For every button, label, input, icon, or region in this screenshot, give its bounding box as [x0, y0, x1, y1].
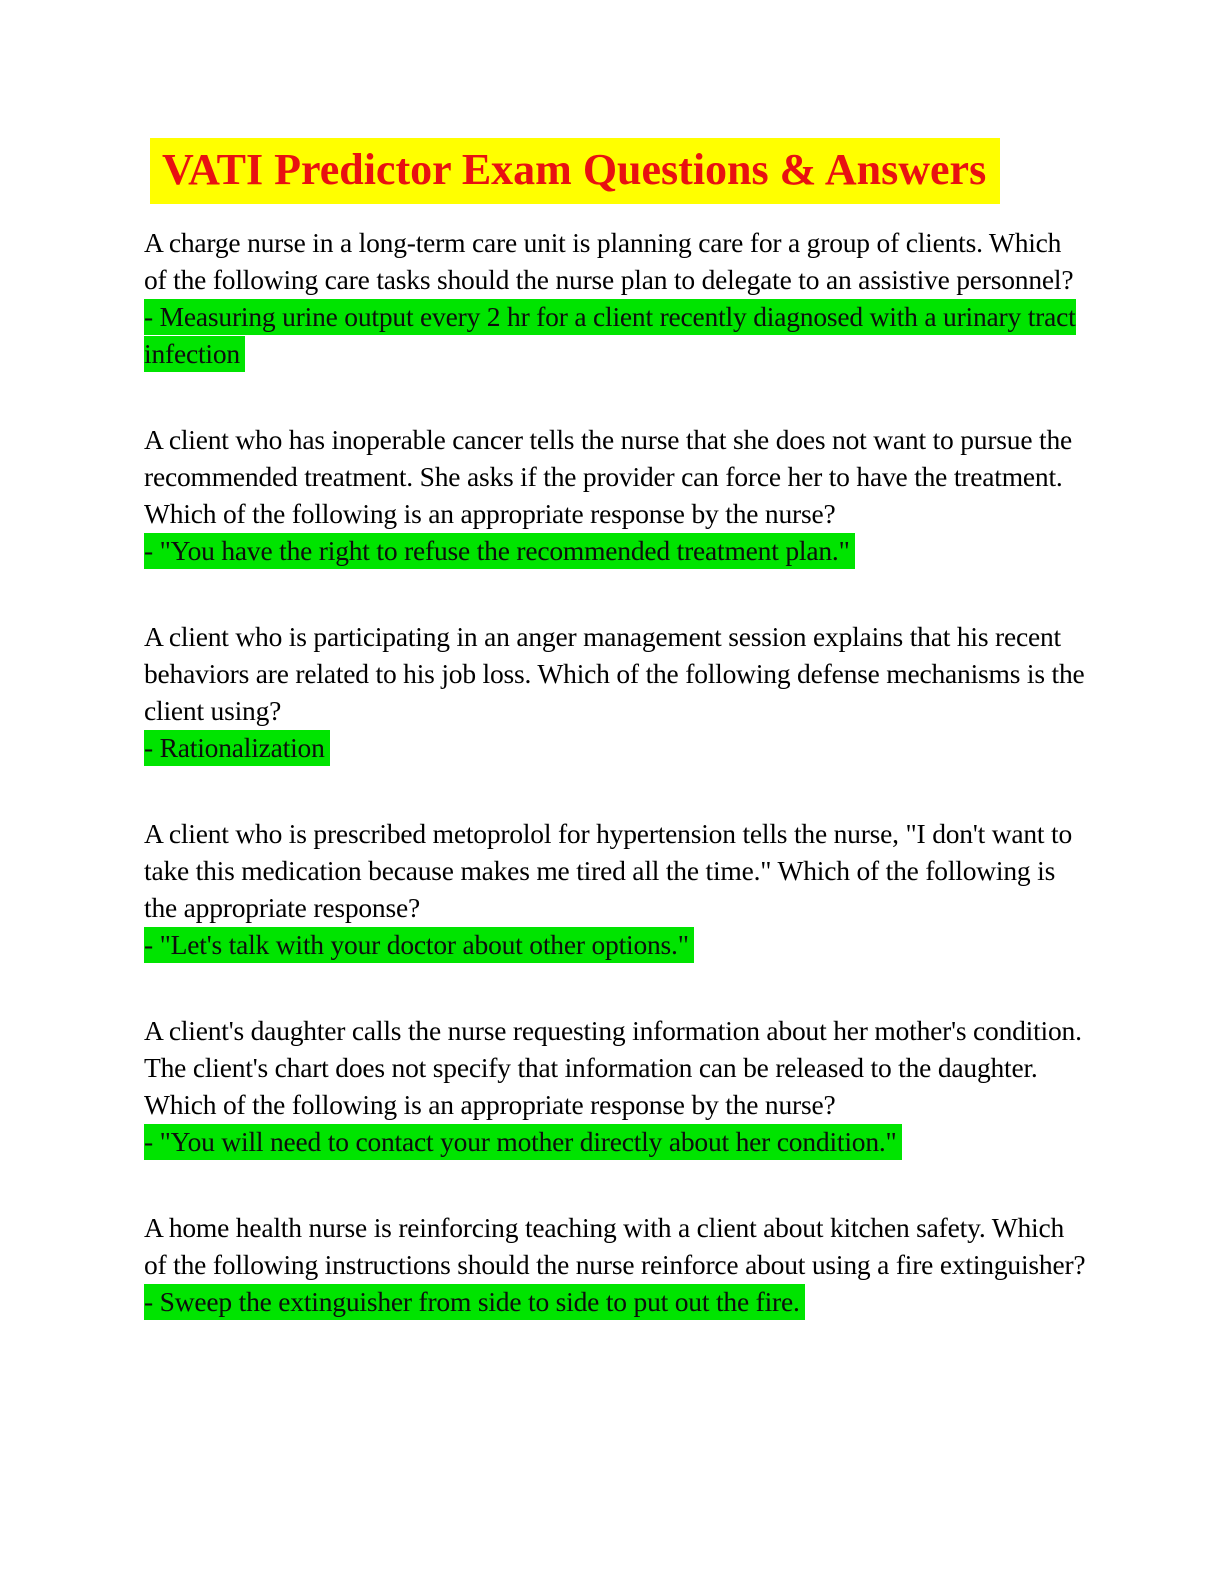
answer-line: - Sweep the extinguisher from side to si…: [144, 1283, 1086, 1320]
qa-block: A client who has inoperable cancer tells…: [144, 421, 1086, 569]
question-text: A charge nurse in a long-term care unit …: [144, 227, 1074, 295]
page-title-row: VATI Predictor Exam Questions & Answers: [150, 138, 1086, 204]
answer-text: - "Let's talk with your doctor about oth…: [144, 927, 694, 963]
qa-block: A home health nurse is reinforcing teach…: [144, 1209, 1086, 1320]
question-text: A client's daughter calls the nurse requ…: [144, 1015, 1082, 1120]
qa-block: A client who is participating in an ange…: [144, 618, 1086, 766]
answer-line: - "You will need to contact your mother …: [144, 1123, 1086, 1160]
question-text: A client who has inoperable cancer tells…: [144, 424, 1073, 529]
question-text: A client who is prescribed metoprolol fo…: [144, 818, 1073, 923]
answer-text: - "You will need to contact your mother …: [144, 1124, 902, 1160]
answer-line: - Rationalization: [144, 729, 1086, 766]
qa-block: A charge nurse in a long-term care unit …: [144, 224, 1086, 372]
answer-text: - Sweep the extinguisher from side to si…: [144, 1284, 805, 1320]
answer-text: - Rationalization: [144, 730, 330, 766]
page-title: VATI Predictor Exam Questions & Answers: [150, 138, 1001, 204]
qa-block: A client who is prescribed metoprolol fo…: [144, 815, 1086, 963]
answer-text: - "You have the right to refuse the reco…: [144, 533, 855, 569]
answer-line: - "You have the right to refuse the reco…: [144, 532, 1086, 569]
answer-text: - Measuring urine output every 2 hr for …: [144, 299, 1076, 372]
question-text: A home health nurse is reinforcing teach…: [144, 1212, 1086, 1280]
answer-line: - Measuring urine output every 2 hr for …: [144, 298, 1086, 372]
question-text: A client who is participating in an ange…: [144, 621, 1085, 726]
answer-line: - "Let's talk with your doctor about oth…: [144, 926, 1086, 963]
qa-block: A client's daughter calls the nurse requ…: [144, 1012, 1086, 1160]
